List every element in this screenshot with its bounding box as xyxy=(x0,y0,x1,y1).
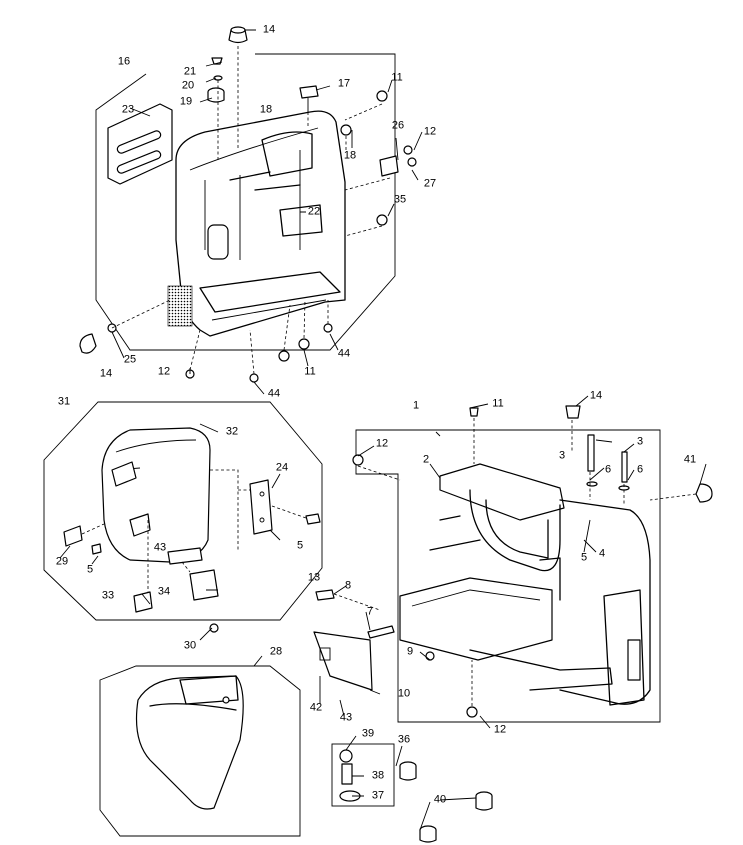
part-label-5-left: 5 xyxy=(86,563,94,576)
part-label-33: 33 xyxy=(101,589,115,602)
foot-12 xyxy=(466,706,478,718)
group-31-boundary xyxy=(43,401,323,621)
part-label-27: 27 xyxy=(423,177,437,190)
part-label-35: 35 xyxy=(393,193,407,206)
part-label-5: 5 xyxy=(296,539,304,552)
part-label-6-right: 6 xyxy=(636,463,644,476)
part-label-44-lower: 44 xyxy=(267,387,281,400)
part-label-12-bottom: 12 xyxy=(493,723,507,736)
part-label-19: 19 xyxy=(179,95,193,108)
part-label-12-lower: 12 xyxy=(157,365,171,378)
part-label-30: 30 xyxy=(183,639,197,652)
part-label-13: 13 xyxy=(307,571,321,584)
bracket-26 xyxy=(379,155,399,177)
cap-14-top xyxy=(228,29,248,44)
part-label-32: 32 xyxy=(225,425,239,438)
hinge-24 xyxy=(249,479,273,535)
part-label-44: 44 xyxy=(337,347,351,360)
part-label-43-lower: 43 xyxy=(339,711,353,724)
screw-12-right xyxy=(352,454,364,466)
part-label-12: 12 xyxy=(423,125,437,138)
group-1-boundary xyxy=(355,429,661,723)
clip-33 xyxy=(133,591,153,613)
group-28-boundary xyxy=(99,665,301,837)
leader-lines xyxy=(59,29,707,831)
rod-3b xyxy=(621,451,628,483)
rod-3a xyxy=(587,434,595,472)
frame-base-plate xyxy=(199,271,341,313)
part-label-18-lower: 18 xyxy=(343,149,357,162)
bracket-17 xyxy=(299,85,319,99)
part-label-17: 17 xyxy=(337,77,351,90)
part-label-28: 28 xyxy=(269,645,283,658)
frame-vent-grille xyxy=(167,285,193,327)
part-label-31: 31 xyxy=(57,395,71,408)
part-label-9: 9 xyxy=(406,645,414,658)
part-label-1: 1 xyxy=(412,399,420,412)
knob-41 xyxy=(695,483,713,503)
plate-34 xyxy=(189,569,219,601)
group-36-boundary xyxy=(331,743,395,807)
part-label-3-right: 3 xyxy=(636,435,644,448)
part-label-3: 3 xyxy=(558,449,566,462)
part-label-2: 2 xyxy=(422,453,430,466)
part-label-5-right: 5 xyxy=(580,551,588,564)
bush-18 xyxy=(340,124,352,136)
part-label-18: 18 xyxy=(259,103,273,116)
belt-guard xyxy=(469,489,561,572)
part-label-26: 26 xyxy=(391,119,405,132)
group-36-foot-parts xyxy=(331,743,493,843)
part-label-38: 38 xyxy=(371,769,385,782)
part-label-8: 8 xyxy=(344,579,352,592)
part-label-14-left: 14 xyxy=(99,367,113,380)
group-28-lower-cover xyxy=(99,665,301,837)
part-label-23: 23 xyxy=(121,103,135,116)
part-label-37: 37 xyxy=(371,789,385,802)
nut-11-top xyxy=(376,90,388,102)
part-label-21: 21 xyxy=(183,65,197,78)
spacer-7 xyxy=(367,625,395,639)
part-label-4: 4 xyxy=(598,547,606,560)
part-label-16: 16 xyxy=(117,55,131,68)
arm-bracket-2 xyxy=(439,463,565,521)
cover-plate-42 xyxy=(313,631,373,691)
part-label-39: 39 xyxy=(361,727,375,740)
cap-14-right xyxy=(565,405,581,419)
part-label-36: 36 xyxy=(397,733,411,746)
face-cover-32 xyxy=(101,427,211,563)
part-label-11: 11 xyxy=(391,71,403,84)
screw-35 xyxy=(376,214,388,226)
part-label-42: 42 xyxy=(309,701,323,714)
frame-window xyxy=(207,224,229,260)
label-43 xyxy=(167,547,203,565)
part-label-6: 6 xyxy=(604,463,612,476)
group-1-base-frame-assembly xyxy=(313,405,713,723)
part-label-29: 29 xyxy=(55,555,69,568)
knob-14-left xyxy=(79,333,97,354)
part-label-10: 10 xyxy=(397,687,411,700)
part-label-22: 22 xyxy=(307,205,321,218)
part-label-20: 20 xyxy=(181,79,195,92)
part-label-24: 24 xyxy=(275,461,289,474)
part-label-12-right: 12 xyxy=(375,437,389,450)
base-tray xyxy=(399,577,553,661)
group-16-boundary xyxy=(95,53,396,351)
screw-30 xyxy=(209,623,219,633)
part-label-41: 41 xyxy=(683,453,697,466)
part-label-25: 25 xyxy=(123,353,137,366)
part-label-43: 43 xyxy=(153,541,167,554)
part-label-14: 14 xyxy=(262,23,276,36)
part-label-11-lower: 11 xyxy=(304,365,316,378)
part-label-40: 40 xyxy=(433,793,447,806)
lower-cover-body xyxy=(135,675,244,810)
group-31-face-cover-assembly xyxy=(43,401,323,633)
part-label-11-right: 11 xyxy=(492,397,504,410)
group-16-frame-assembly xyxy=(79,26,417,383)
part-label-34: 34 xyxy=(157,585,171,598)
part-label-7: 7 xyxy=(366,605,374,618)
part-label-14-right: 14 xyxy=(589,389,603,402)
